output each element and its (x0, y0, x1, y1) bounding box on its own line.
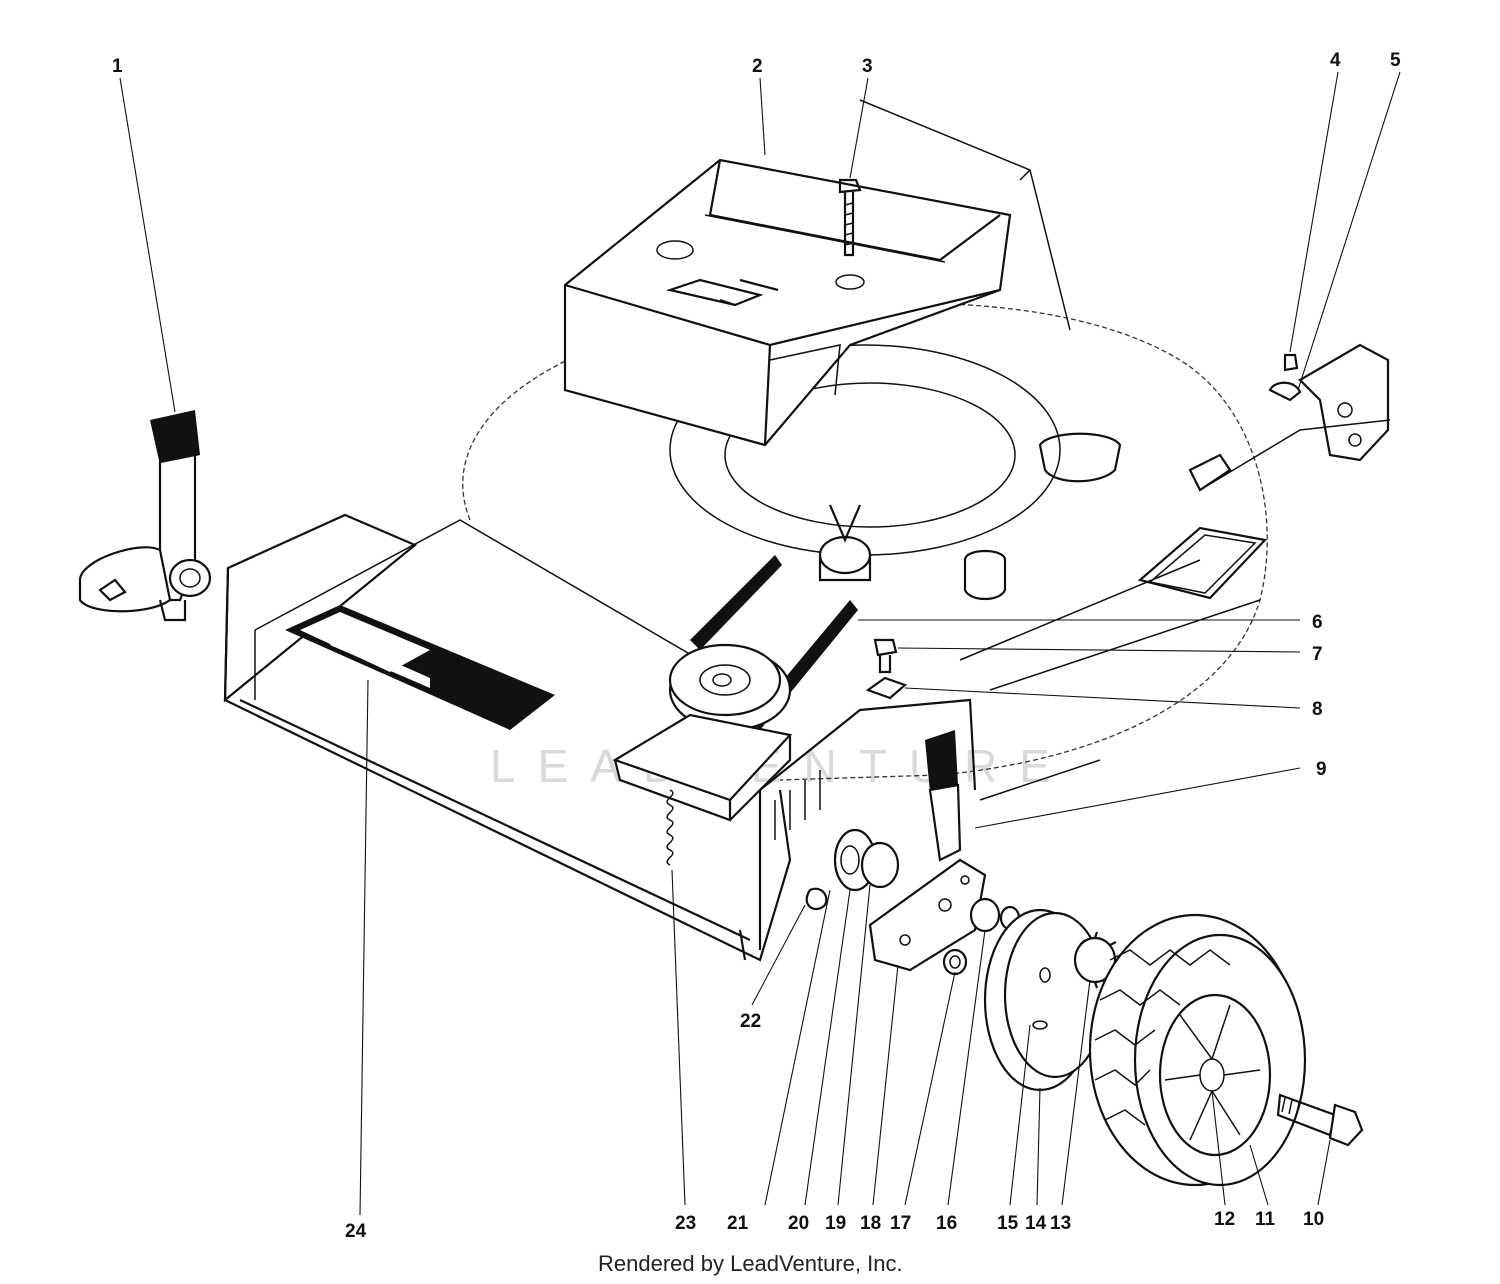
part-number-label: 24 (345, 1221, 367, 1242)
bearing-19-20-21 (805, 828, 900, 911)
part-number-label: 4 (1330, 50, 1341, 71)
part-number-label: 8 (1312, 699, 1323, 720)
part-number-label: 16 (936, 1213, 957, 1234)
part-number-label: 3 (862, 56, 873, 77)
part-number-label: 6 (1312, 612, 1323, 633)
gear-13 (1073, 931, 1121, 989)
part-number-label: 11 (1255, 1209, 1276, 1230)
part-number-label: 18 (860, 1213, 881, 1234)
part-number-label: 20 (788, 1213, 809, 1234)
washers-16-17-18 (942, 897, 1021, 976)
height-adjuster-right (868, 730, 987, 972)
wheel-11 (1088, 913, 1307, 1187)
credit-text: Rendered by LeadVenture, Inc. (598, 1251, 903, 1276)
part-number-label: 10 (1303, 1209, 1324, 1230)
mower-deck (462, 99, 1391, 801)
part-number-labels: 1 2 3 4 5 6 7 8 9 10 11 12 13 14 15 16 1… (112, 50, 1401, 1242)
leader-lines (119, 71, 1401, 1216)
part-number-label: 13 (1050, 1213, 1071, 1234)
part-number-label: 5 (1390, 50, 1401, 71)
part-number-label: 2 (752, 56, 763, 77)
part-number-label: 17 (890, 1213, 911, 1234)
part-number-label: 21 (727, 1213, 749, 1234)
bolt-7-nut-8 (865, 638, 908, 700)
part-number-label: 12 (1214, 1209, 1235, 1230)
height-adjuster-left (78, 410, 212, 622)
part-number-label: 23 (675, 1213, 696, 1234)
axle-bolt-10 (1276, 1093, 1364, 1147)
watermark-text: LEADVENTURE (490, 740, 1072, 792)
part-number-label: 22 (740, 1011, 761, 1032)
part-number-label: 1 (112, 56, 123, 77)
spring-23 (666, 789, 674, 866)
engine-cover (563, 158, 1012, 447)
transmission (612, 713, 793, 822)
decal-plate (285, 605, 555, 730)
part-number-label: 9 (1316, 759, 1327, 780)
clip-4-5 (1268, 353, 1302, 402)
bolt-3 (838, 178, 862, 257)
part-number-label: 15 (997, 1213, 1019, 1234)
part-number-label: 14 (1025, 1213, 1047, 1234)
part-number-label: 19 (825, 1213, 846, 1234)
side-bracket (758, 698, 977, 950)
part-number-label: 7 (1312, 644, 1323, 665)
front-housing (223, 513, 792, 962)
